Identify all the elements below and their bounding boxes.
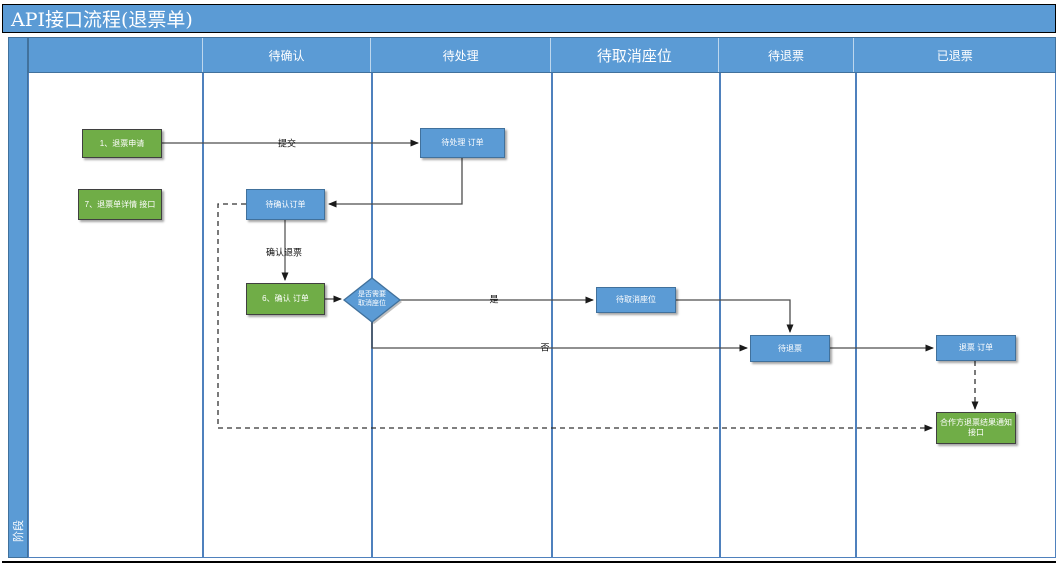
node-pending-process-order: 待处理 订单 xyxy=(420,128,505,158)
lane-header-pending-confirmation: 待确认 xyxy=(203,38,372,72)
lane-body xyxy=(28,73,1056,558)
lane-headers: 待确认 待处理 待取消座位 待退票 已退票 xyxy=(28,37,1056,73)
page-bottom-border xyxy=(2,561,1056,563)
lane-header-blank xyxy=(29,38,203,72)
lane-header-pending-refund: 待退票 xyxy=(719,38,855,72)
lane-separator xyxy=(551,73,553,558)
lane-header-refunded: 已退票 xyxy=(936,48,973,63)
node-refund-detail-api: 7、退票单详情 接口 xyxy=(78,189,162,220)
edge-label-yes: 是 xyxy=(489,294,499,305)
node-confirm-order: 6、确认 订单 xyxy=(246,283,325,315)
node-decision-cancel-seat: 是否需要取消座位 xyxy=(344,278,400,322)
lane-header-pending-processing: 待处理 xyxy=(371,38,551,72)
phase-strip: 阶段 xyxy=(8,37,28,558)
decision-label: 是否需要取消座位 xyxy=(358,291,386,307)
node-pending-confirm-order: 待确认订单 xyxy=(246,189,325,220)
lane-separator xyxy=(719,73,721,558)
edge-label-confirm-refund: 确认退票 xyxy=(265,247,303,258)
lane-separator xyxy=(202,73,204,558)
node-partner-notify-api: 合作方退票结果通知 接口 xyxy=(936,412,1016,444)
node-refund-request: 1、退票申请 xyxy=(82,129,162,158)
node-refund-order: 退票 订单 xyxy=(936,335,1016,361)
lane-header-pending-seat-cancellation: 待取消座位 xyxy=(551,38,719,72)
node-pending-refund: 待退票 xyxy=(750,335,830,362)
edge-label-no: 否 xyxy=(540,342,550,353)
phase-label: 阶段 xyxy=(13,520,25,542)
diagram-title-bar: API接口流程(退票单) xyxy=(2,4,1056,33)
edge-label-submit: 提交 xyxy=(277,138,297,149)
node-pending-cancel-seat: 待取消座位 xyxy=(596,287,676,313)
lane-separator xyxy=(855,73,857,558)
diagram-title: API接口流程(退票单) xyxy=(11,9,193,31)
